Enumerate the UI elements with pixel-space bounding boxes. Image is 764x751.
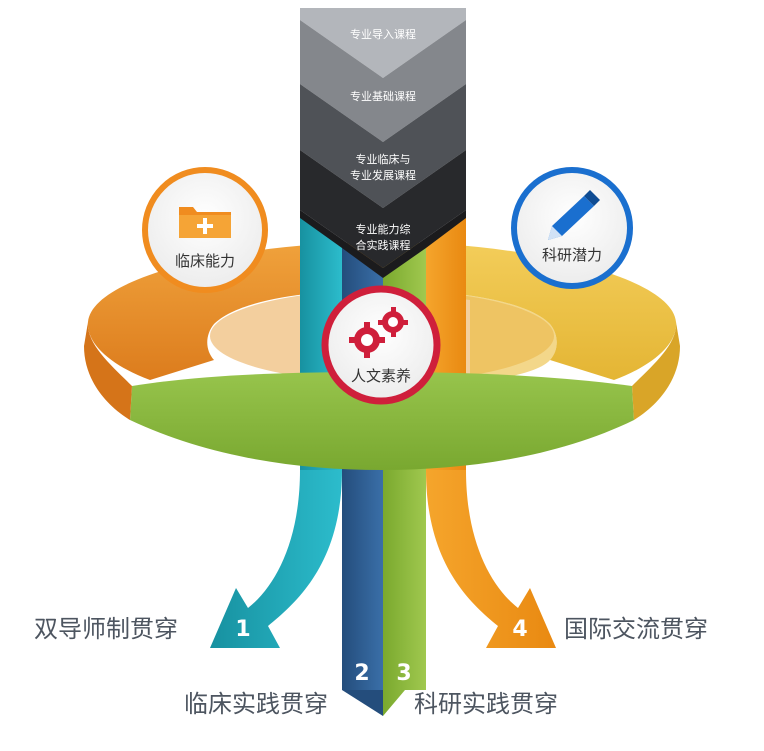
- course-label-3a: 专业临床与: [356, 152, 411, 166]
- arrow-number-1: 1: [235, 617, 250, 642]
- gears-icon: [349, 307, 408, 358]
- course-label-1: 专业导入课程: [350, 27, 416, 41]
- course-label-4a: 专业能力综: [356, 222, 411, 236]
- arrow-2: [342, 470, 383, 716]
- path-label-3: 科研实践贯穿: [414, 690, 558, 718]
- ring-front-right-side: [632, 322, 680, 420]
- arrow-number-4: 4: [512, 617, 527, 642]
- arrow-1: [210, 470, 342, 648]
- arrow-3: [383, 470, 426, 716]
- course-label-2: 专业基础课程: [350, 89, 416, 103]
- course-band-4: [300, 150, 466, 268]
- pen-icon: [548, 190, 600, 240]
- research-badge-ring: [511, 167, 633, 289]
- course-band-1: [300, 8, 466, 78]
- course-label-4b: 合实践课程: [356, 238, 411, 252]
- course-band-3: [300, 84, 466, 208]
- research-badge-label: 科研潜力: [542, 246, 602, 264]
- course-band-2: [300, 20, 466, 142]
- path-label-1: 双导师制贯穿: [34, 615, 178, 643]
- course-label-3b: 专业发展课程: [350, 168, 416, 182]
- clinical-badge-label: 临床能力: [175, 252, 235, 270]
- arrow-2-tip: [342, 690, 383, 716]
- arrow-number-2: 2: [354, 661, 369, 686]
- arrow-4: [426, 470, 556, 648]
- research-badge: 科研潜力: [511, 167, 633, 289]
- arrow-number-3: 3: [396, 661, 411, 686]
- humanities-badge: 人文素养: [321, 285, 441, 405]
- path-label-4: 国际交流贯穿: [564, 615, 708, 643]
- clinical-badge: 临床能力: [142, 167, 268, 293]
- ring-front-left-side: [84, 322, 132, 420]
- humanities-badge-ring: [321, 285, 441, 405]
- folder-plus-icon: [179, 207, 231, 238]
- humanities-badge-label: 人文素养: [351, 367, 411, 385]
- ring-front: [130, 372, 634, 470]
- arrows: [210, 470, 556, 716]
- ring-hole-right: [382, 290, 557, 382]
- path-label-2: 临床实践贯穿: [184, 690, 328, 718]
